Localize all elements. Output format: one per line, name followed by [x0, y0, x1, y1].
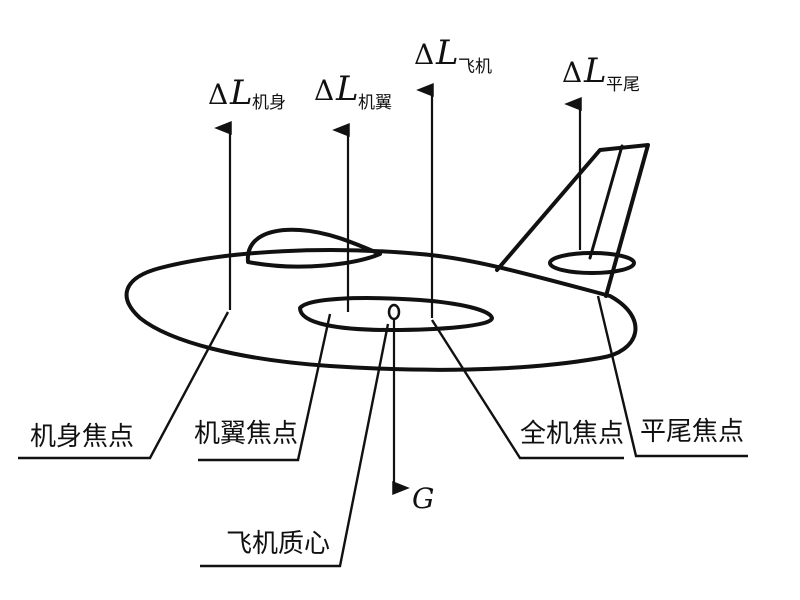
vertical-tail-rib [588, 144, 624, 260]
leader-line-aircraft [430, 319, 624, 460]
lift-symbol: L [229, 73, 253, 113]
leader-line-center-of-mass [200, 323, 390, 568]
wing [298, 296, 494, 332]
lift-subscript: 机翼 [358, 93, 392, 113]
canopy [245, 227, 382, 269]
horizontal-tail [548, 251, 636, 275]
force-label-wing: Δ L 机翼 [314, 69, 392, 113]
lift-symbol: L [435, 33, 459, 73]
label-tail-focus: 平尾焦点 [640, 417, 744, 447]
label-wing-focus: 机翼焦点 [194, 419, 298, 449]
label-fuselage-focus: 机身焦点 [30, 422, 134, 452]
leader-line-fuselage [18, 311, 230, 460]
circle-marker-icon [387, 303, 401, 321]
delta-symbol: Δ [562, 56, 582, 89]
delta-symbol: Δ [314, 74, 334, 107]
weight-symbol: G [412, 482, 434, 515]
lift-subscript: 机身 [252, 93, 286, 113]
label-center-of-mass: 飞机质心 [226, 529, 330, 559]
delta-symbol: Δ [208, 78, 228, 111]
force-label-tail: Δ L 平尾 [562, 51, 640, 95]
lift-subscript: 平尾 [606, 75, 640, 95]
leader-line-tail [596, 295, 748, 458]
force-label-aircraft: Δ L 飞机 [414, 33, 492, 77]
aircraft-outline [124, 143, 650, 372]
force-label-fuselage: Δ L 机身 [208, 73, 286, 113]
lift-symbol: L [335, 69, 359, 109]
fuselage [124, 248, 638, 372]
leader-line-wing [198, 313, 332, 462]
leader-lines [18, 295, 748, 568]
lift-symbol: L [583, 51, 607, 91]
delta-symbol: Δ [414, 38, 434, 71]
lift-subscript: 飞机 [458, 57, 492, 77]
vertical-tail [495, 143, 650, 298]
label-aircraft-focus: 全机焦点 [520, 419, 624, 449]
lift-arrows [214, 82, 582, 318]
